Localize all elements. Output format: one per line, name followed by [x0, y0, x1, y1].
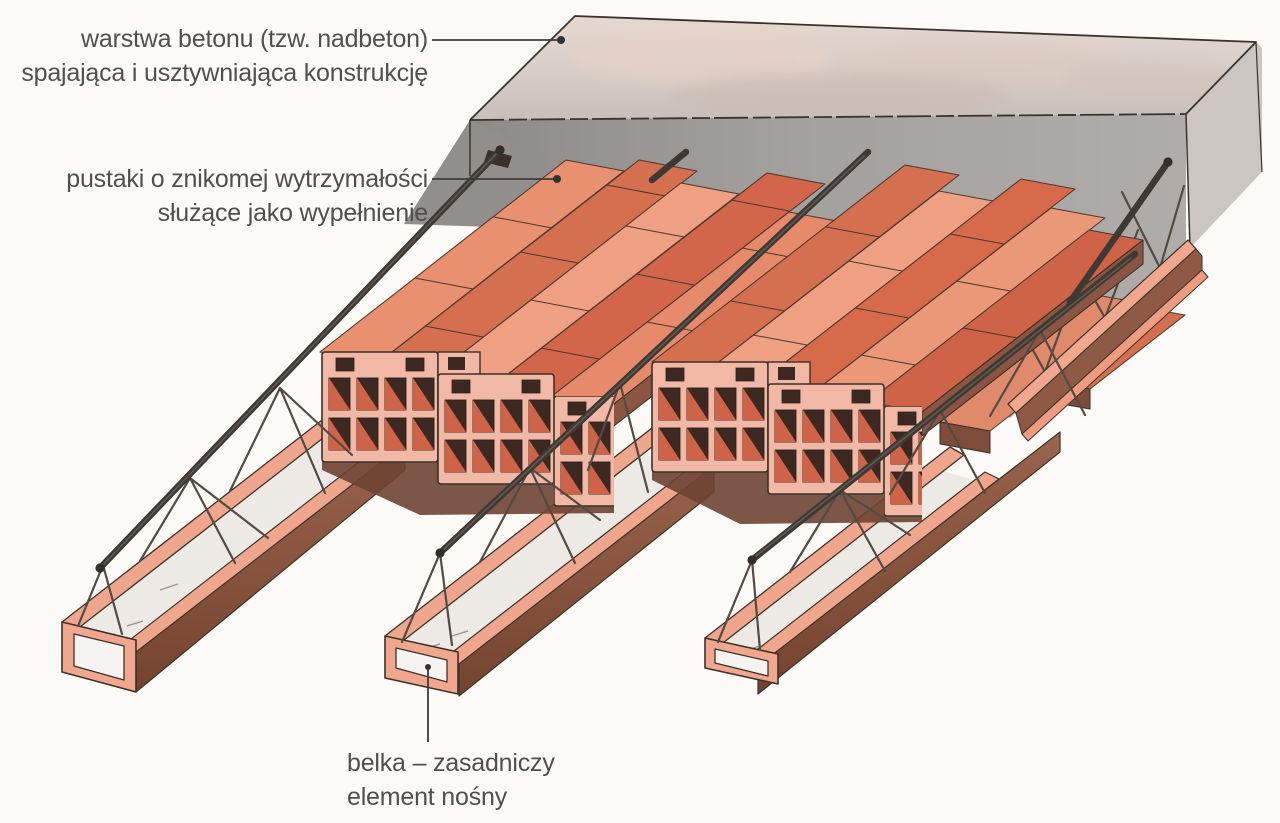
- label-concrete-layer-line2: spajająca i usztywniająca konstrukcję: [21, 59, 428, 87]
- label-beam-line2: element nośny: [347, 783, 507, 811]
- chord-end-caps: [95, 145, 1173, 573]
- label-concrete-layer: warstwa betonu (tzw. nadbeton) spajająca…: [21, 22, 428, 90]
- leader-dot-blocks: [553, 175, 561, 183]
- slab-outline: [469, 15, 1263, 249]
- leader-dot-concrete: [557, 36, 565, 44]
- leader-dot-beam: [425, 664, 431, 670]
- beam-1-base: [61, 412, 406, 693]
- rebar-stub: [648, 148, 690, 184]
- label-concrete-layer-line1: warstwa betonu (tzw. nadbeton): [81, 25, 428, 53]
- beam-trusses: [76, 145, 1173, 652]
- label-hollow-blocks-line1: pustaki o znikomej wytrzymałości: [66, 165, 428, 193]
- leader-lines: [425, 36, 565, 742]
- beam-1-truss-webs: [76, 386, 354, 636]
- label-beam: belka – zasadniczy element nośny: [347, 746, 555, 814]
- beam-2-truss-webs: [400, 381, 650, 647]
- label-hollow-blocks-line2: służące jako wypełnienie: [157, 199, 429, 227]
- beam-3-truss-webs: [716, 328, 1087, 652]
- block-shadow-2: [652, 470, 922, 524]
- beam-4-rail: [1007, 239, 1209, 442]
- beam-4-chord-stub: [1066, 158, 1172, 306]
- block-shadow-1: [322, 461, 614, 515]
- block-joints-2: [730, 226, 1018, 366]
- label-hollow-blocks: pustaki o znikomej wytrzymałości służące…: [66, 162, 428, 230]
- label-beam-line1: belka – zasadniczy: [347, 749, 555, 777]
- block-faces: [321, 351, 922, 517]
